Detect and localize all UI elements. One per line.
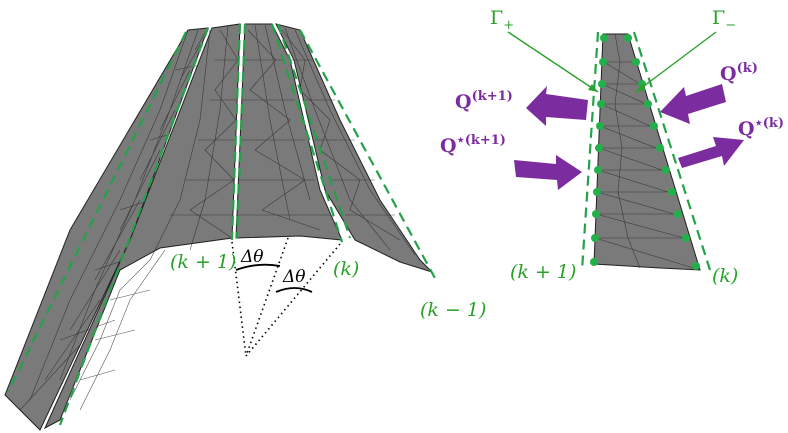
node-right	[682, 234, 690, 242]
label-k-minus-1-left: (k − 1)	[420, 299, 486, 321]
node-left	[600, 34, 608, 42]
right-single-wedge-view: Γ+ Γ− Q(k+1) Q⋆(k+1) Q(k) Q⋆(k) (k + 1) …	[440, 7, 784, 287]
gamma-minus-label: Γ−	[712, 7, 736, 33]
node-left	[591, 234, 599, 242]
flux-label-q-k: Q(k)	[720, 61, 758, 85]
boundary-dash-k-plus-1-outer	[58, 27, 210, 426]
flux-arrow-qstar-k	[678, 137, 744, 168]
node-right	[632, 58, 640, 66]
label-k-left: (k)	[333, 258, 359, 280]
label-k-plus-1-left: (k + 1)	[170, 251, 236, 273]
flux-arrow-q-k-plus-1	[526, 86, 588, 126]
node-left	[596, 122, 604, 130]
node-right	[644, 100, 652, 108]
label-k-plus-1-right: (k + 1)	[510, 261, 576, 283]
node-left	[599, 58, 607, 66]
node-left	[593, 188, 601, 196]
boundary-dash-k-plus-1-inner	[230, 23, 242, 241]
delta-theta-label-1: Δθ	[240, 247, 264, 267]
boundary-dash-k-minus-1-left	[276, 23, 352, 239]
flux-label-qstar-k-plus-1: Q⋆(k+1)	[440, 133, 506, 157]
boundary-dash-k-left	[235, 23, 247, 239]
right-boundary-nodes	[624, 34, 700, 270]
flux-label-q-k-plus-1: Q(k+1)	[455, 89, 513, 113]
flux-arrow-q-k	[660, 84, 726, 124]
node-left	[592, 210, 600, 218]
node-right	[692, 262, 700, 270]
gamma-plus-boundary	[580, 31, 600, 271]
left-boundary-nodes	[590, 34, 608, 266]
gamma-plus-pointer-head	[588, 84, 598, 92]
node-right	[656, 144, 664, 152]
label-k-right: (k)	[712, 265, 738, 287]
boundary-dash-k-right	[270, 23, 344, 243]
delta-theta-arc-2	[275, 287, 313, 293]
node-left	[597, 100, 605, 108]
radius-line-middle	[245, 237, 289, 357]
gamma-plus-pointer	[507, 31, 599, 93]
flux-label-qstar-k: Q⋆(k)	[738, 116, 784, 140]
mesh-lines-k	[237, 24, 330, 231]
node-right	[668, 188, 676, 196]
node-right	[624, 34, 632, 42]
gamma-minus-pointer-head	[636, 84, 646, 92]
flux-arrow-qstar-k-plus-1	[514, 155, 582, 190]
delta-theta-label-2: Δθ	[282, 267, 306, 287]
mesh-lines-k-plus-1	[69, 25, 239, 411]
node-right	[650, 122, 658, 130]
node-left	[595, 144, 603, 152]
node-left	[598, 80, 606, 88]
boundary-dash-far-left	[7, 31, 187, 393]
node-right	[662, 166, 670, 174]
mesh-lines-k-minus-1	[281, 27, 416, 256]
node-left	[590, 258, 598, 266]
wedge-panel	[593, 33, 701, 271]
radius-line-left	[231, 241, 247, 357]
node-right	[674, 210, 682, 218]
gamma-minus-boundary	[632, 31, 712, 271]
wedge-mesh-lines	[594, 33, 701, 271]
delta-theta-arc-1	[235, 263, 281, 271]
node-left	[594, 166, 602, 174]
left-3d-view: Δθ Δθ (k + 1) (k) (k − 1)	[4, 23, 486, 431]
gamma-plus-label: Γ+	[490, 7, 514, 33]
gamma-minus-pointer	[635, 31, 717, 93]
